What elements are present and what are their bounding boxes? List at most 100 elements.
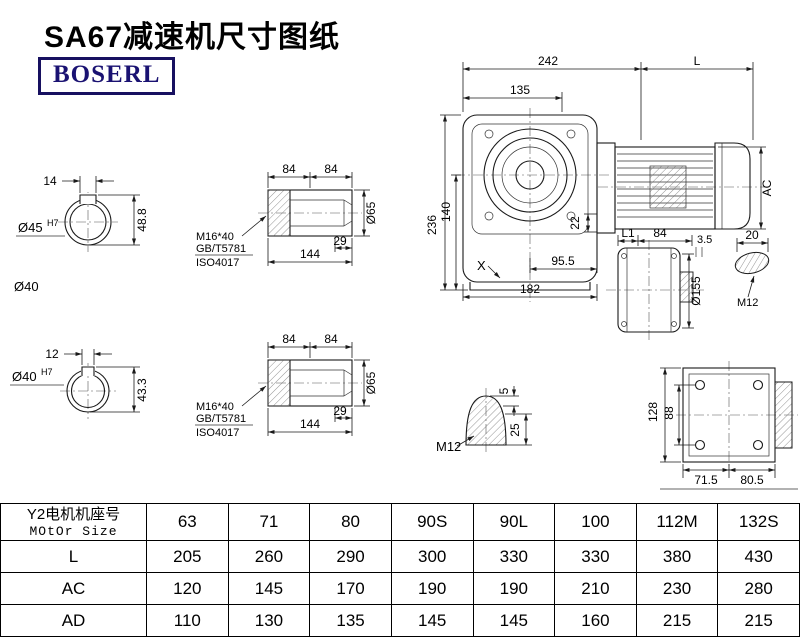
dim-135: 135: [463, 83, 563, 112]
surface-mark-x: X: [477, 258, 501, 279]
dim-text: 135: [510, 83, 530, 97]
col-header: 63: [146, 503, 229, 541]
standard-label: ISO4017: [196, 257, 239, 269]
col-header: 90S: [390, 503, 474, 541]
table-cell: 260: [227, 540, 311, 573]
table-cell: 215: [635, 604, 719, 637]
keyway-slot: [81, 366, 95, 376]
dim-3-5: 3.5: [695, 234, 712, 257]
dim-text: 144: [300, 417, 320, 431]
header-motor-size: Y2电机机座号 MOtOr Size: [0, 503, 147, 541]
table-cell: 300: [390, 540, 474, 573]
bolt-hole: [694, 439, 706, 451]
dim-length-144-bottom: 144: [267, 408, 353, 436]
technical-drawing: 14 48.8 Ø45 H7 Ø40: [10, 54, 798, 490]
dim-seg-84-84-top: 84 84: [267, 162, 353, 188]
motor-dimension-table: Y2电机机座号 MOtOr Size 63 71 80 90S 90L 100 …: [0, 503, 800, 637]
dim-text: AC: [760, 179, 774, 196]
dim-text: 242: [538, 54, 558, 68]
label-thread-m12-plug: M12: [436, 435, 475, 454]
bore-label: Ø45: [18, 220, 43, 235]
dim-keyway-width-top: 14: [43, 174, 114, 193]
view-plug: 5 25 M12: [436, 386, 532, 454]
dim-motor-AC: AC: [718, 146, 774, 230]
view-shaft-end-top: 14 48.8 Ø45 H7 Ø40: [14, 174, 149, 294]
table-cell: 145: [472, 604, 556, 637]
thread-label: M12: [436, 439, 461, 454]
dim-keyway-height-bottom: 43.3: [90, 366, 149, 413]
dim-84-side: 84: [638, 226, 693, 246]
dim-88: 88: [662, 384, 695, 446]
bolt-label: M16*40: [196, 231, 234, 243]
table-cell: 330: [472, 540, 556, 573]
bolt-hole: [694, 379, 706, 391]
dim-motor-L: L: [641, 54, 754, 140]
dim-text: 25: [508, 423, 522, 437]
dim-text: 80.5: [740, 473, 764, 487]
dim-71-5-80-5: 71.5 80.5: [660, 464, 798, 490]
table-cell: 290: [309, 540, 392, 573]
label-bore-top: Ø45 H7: [16, 218, 65, 237]
dim-text: 84: [324, 332, 338, 346]
table-row-AC: AC 120 145 170 190 190 210 230 280: [0, 572, 800, 605]
table-cell: 145: [390, 604, 474, 637]
table-cell: 110: [146, 604, 229, 637]
section-hatch: [267, 189, 291, 237]
dim-text: 20: [745, 228, 759, 242]
dim-25: 25: [505, 413, 532, 446]
dim-text: L1: [621, 226, 635, 240]
table-cell: 230: [635, 572, 719, 605]
bore-tolerance-label: H7: [47, 218, 59, 228]
dim-od-65-bottom: Ø65: [354, 359, 378, 407]
standard-label: ISO4017: [196, 427, 239, 439]
dim-text: 95.5: [551, 254, 575, 268]
dim-text: Ø65: [364, 201, 378, 224]
flange-edge: [774, 381, 793, 449]
view-shaft-side-top: 84 84 29 144 Ø65: [195, 162, 378, 269]
row-label: AD: [0, 604, 147, 637]
label-bolt-spec-top: M16*40 GB/T5781 ISO4017: [195, 215, 267, 269]
table-cell: 160: [554, 604, 637, 637]
table-cell: 210: [554, 572, 637, 605]
standard-label: GB/T5781: [196, 243, 246, 255]
dim-20: 20: [736, 228, 769, 252]
section-hatch: [267, 359, 291, 407]
col-header: 132S: [717, 503, 800, 541]
motor-flange: [596, 142, 616, 234]
table-cell: 130: [227, 604, 311, 637]
col-header: 71: [227, 503, 311, 541]
bolt-label: M16*40: [196, 401, 234, 413]
view-base: 128 88 71.5 80.5: [646, 361, 798, 490]
dim-seg-84-84-bottom: 84 84: [267, 332, 353, 358]
table-cell: 135: [309, 604, 392, 637]
dim-text: 182: [520, 282, 540, 296]
dim-text: Ø155: [689, 276, 703, 306]
table-cell: 380: [635, 540, 719, 573]
plug-dome: [465, 395, 507, 446]
table-cell: 205: [146, 540, 229, 573]
standard-label: GB/T5781: [196, 413, 246, 425]
dim-base-182: 182: [462, 282, 598, 301]
bolt-hole: [752, 379, 764, 391]
dim-text: 29: [333, 404, 347, 418]
view-shaft-side-bottom: 84 84 29 144 Ø65: [195, 332, 378, 439]
dim-text: 71.5: [694, 473, 718, 487]
row-label: L: [0, 540, 147, 573]
dim-text: 84: [324, 162, 338, 176]
dim-text: 128: [646, 402, 660, 422]
keyway-slot: [79, 194, 97, 204]
table-cell: 170: [309, 572, 392, 605]
table-cell: 145: [227, 572, 311, 605]
dim-95-5: 95.5: [529, 252, 598, 273]
table-cell: 330: [554, 540, 637, 573]
header-cn: Y2电机机座号: [26, 505, 121, 523]
label-bolt-spec-bottom: M16*40 GB/T5781 ISO4017: [195, 385, 267, 439]
col-header: 100: [554, 503, 637, 541]
dim-text: 3.5: [697, 234, 712, 246]
dim-text: 12: [45, 347, 59, 361]
page-title: SA67减速机尺寸图纸: [44, 21, 341, 54]
mounting-foot: [469, 282, 591, 291]
label-bore-bottom: Ø40 H7: [10, 367, 64, 386]
dim-text: L: [694, 54, 701, 68]
